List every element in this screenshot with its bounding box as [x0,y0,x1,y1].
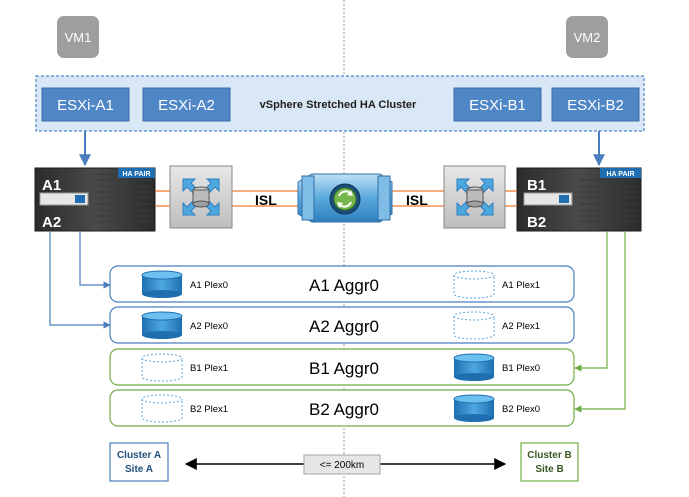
cluster-title: vSphere Stretched HA Cluster [260,99,417,111]
controller-a2-label: A2 [42,214,61,231]
connector-b2 [574,231,626,413]
aggregate-name: A2 Aggr0 [309,317,379,336]
site-b-box: Cluster B Site B [520,442,579,482]
plex-right-label: A2 Plex1 [502,321,540,332]
isl-left-label: ISL [255,192,277,208]
netapp-logo-icon [559,195,569,203]
esxi-a2[interactable]: ESXi-A2 [142,87,231,122]
aggregate-a2-aggr0[interactable]: A2 Aggr0 A2 Plex0 A2 Plex1 [109,306,575,344]
fc-bridge-icon[interactable] [297,173,393,223]
disk-solid-icon [453,394,495,422]
aggregate-b2-aggr0[interactable]: B2 Aggr0 B2 Plex1 B2 Plex0 [109,389,575,427]
esxi-a1[interactable]: ESXi-A1 [41,87,130,122]
esxi-b2-label: ESXi-B2 [567,97,624,114]
vm2[interactable]: VM2 [566,16,608,58]
aggregate-name: A1 Aggr0 [309,276,379,295]
plex-left-label: B2 Plex1 [190,404,228,415]
plex-left-label: A2 Plex0 [190,321,228,332]
vm1[interactable]: VM1 [57,16,99,58]
disk-solid-icon [141,270,183,298]
aggregate-b1-aggr0[interactable]: B1 Aggr0 B1 Plex1 B1 Plex0 [109,348,575,386]
controller-b-ha-pair[interactable]: HA PAIR B1 B2 [516,167,642,232]
plex-left-label: B1 Plex1 [190,363,228,374]
aggregate-name: B1 Aggr0 [309,359,379,378]
controller-a1-label: A1 [42,177,61,194]
distance-box [303,454,381,475]
esxi-b2[interactable]: ESXi-B2 [551,87,640,122]
disk-solid-icon [141,311,183,339]
connector-a2 [49,231,111,329]
site-b-cluster-label: Cluster B [527,450,571,461]
fc-switch-left-icon[interactable] [169,165,233,229]
ha-pair-badge-b [600,168,641,178]
plex-left-label: A1 Plex0 [190,280,228,291]
plex-right-label: B2 Plex0 [502,404,540,415]
distance-label: <= 200km [320,460,364,471]
isl-links [155,190,517,207]
aggregate-name: B2 Aggr0 [309,400,379,419]
controller-aggregate-connectors [49,231,626,413]
disk-dashed-icon [453,270,495,299]
ha-pair-badge-b-label: HA PAIR [607,171,635,178]
esxi-a2-label: ESXi-A2 [158,97,215,114]
disk-dashed-icon [453,311,495,340]
connector-a1 [79,231,111,289]
controller-a-ha-pair[interactable]: HA PAIR A1 A2 [34,167,156,232]
vm2-label: VM2 [574,30,601,45]
site-a-site-label: Site A [125,464,153,475]
netapp-logo-icon [75,195,85,203]
ha-pair-badge-a-label: HA PAIR [123,171,151,178]
fc-switch-right-icon[interactable] [443,165,506,229]
plex-right-label: A1 Plex1 [502,280,540,291]
disk-dashed-icon [141,353,183,382]
isl-right-label: ISL [406,192,428,208]
esxi-b1[interactable]: ESXi-B1 [453,87,542,122]
ha-pair-badge-a [118,168,155,178]
controller-b1-label: B1 [527,177,546,194]
esxi-b1-label: ESXi-B1 [469,97,526,114]
esxi-a1-label: ESXi-A1 [57,97,114,114]
aggregate-a1-aggr0[interactable]: A1 Aggr0 A1 Plex0 A1 Plex1 [109,265,575,303]
site-a-box: Cluster A Site A [109,442,169,482]
connector-b1 [574,231,608,372]
disk-dashed-icon [141,394,183,423]
site-b-site-label: Site B [535,464,563,475]
plex-right-label: B1 Plex0 [502,363,540,374]
disk-solid-icon [453,353,495,381]
vsphere-cluster [35,75,645,132]
site-a-cluster-label: Cluster A [117,450,161,461]
controller-b2-label: B2 [527,214,546,231]
vm1-label: VM1 [65,30,92,45]
